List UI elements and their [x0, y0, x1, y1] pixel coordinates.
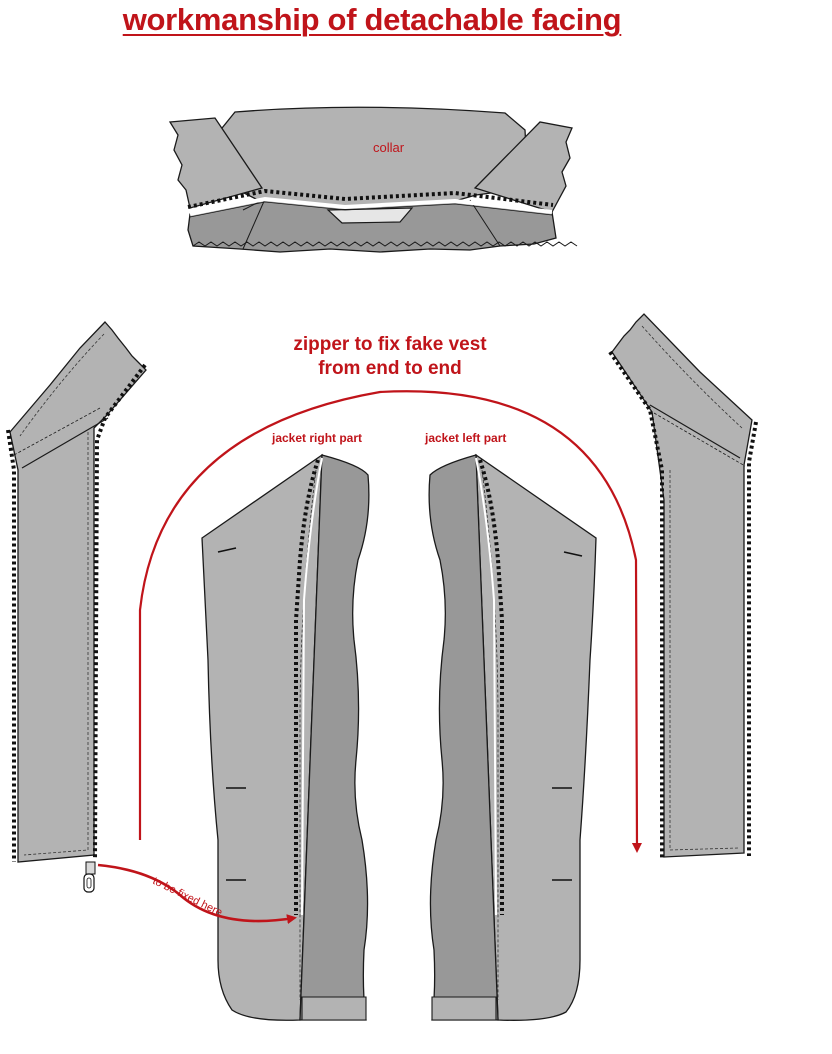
zipper-pull-icon [83, 861, 96, 893]
buttonhole [217, 547, 237, 553]
collar-hanger-loop [326, 207, 414, 224]
left-facing-zipper [93, 363, 147, 859]
collar-white-tape [189, 196, 553, 216]
right-facing-yoke-line2 [653, 412, 746, 467]
jacket-left-buttonholes [552, 551, 583, 881]
jacket-right-zipper [294, 459, 320, 915]
jacket-right-part [201, 453, 370, 1021]
buttonhole [563, 551, 583, 557]
jacket-left-part [428, 453, 597, 1021]
zipper-note: zipper to fix fake vest from end to end [240, 333, 540, 381]
jacket-left-label: jacket left part [425, 431, 507, 445]
right-facing-zipper-right [747, 421, 758, 856]
collar-right-lapel [473, 121, 573, 213]
left-facing-shape [9, 321, 147, 863]
collar-white-tape-edge [189, 201, 553, 218]
zipper-note-line2: from end to end [318, 358, 462, 379]
to-be-fixed-arrow [97, 863, 297, 925]
jacket-right-hem-facing [301, 996, 367, 1021]
collar-main [217, 106, 529, 208]
zipper-note-line1: zipper to fix fake vest [293, 334, 487, 355]
left-facing-yoke-line [21, 417, 109, 469]
collar-label: collar [373, 140, 405, 155]
collar-left-lapel [168, 117, 264, 209]
left-facing-zipper-bottom [6, 429, 16, 862]
collar-piece [168, 106, 578, 253]
right-facing-stitch [641, 325, 743, 851]
jacket-left-white-tape [475, 457, 497, 916]
left-facing-stitch [19, 333, 105, 856]
zipper-route-arrow [138, 390, 642, 853]
jacket-right-facing [299, 454, 370, 1021]
left-facing-strip [6, 321, 147, 893]
jacket-left-outer [475, 453, 597, 1021]
right-facing-yoke-line [649, 404, 741, 459]
collar-zipper [187, 188, 554, 209]
jacket-right-white-tape [301, 457, 323, 916]
jacket-left-facing [428, 454, 499, 1021]
collar-bottom-zigzag [192, 241, 578, 247]
page-title: workmanship of detachable facing [122, 2, 622, 37]
collar-seam-right [469, 199, 501, 247]
left-facing-yoke-line2 [13, 407, 101, 456]
jacket-right-buttonholes [217, 547, 246, 881]
collar-seam-mid-left [242, 198, 266, 250]
jacket-left-hem-facing [431, 996, 497, 1021]
right-facing-strip [608, 313, 758, 858]
jacket-right-label: jacket right part [272, 431, 363, 445]
jacket-right-outer [201, 453, 323, 1021]
jacket-left-zipper [478, 459, 504, 915]
right-facing-zipper-left [608, 350, 664, 858]
right-facing-shape [611, 313, 753, 858]
